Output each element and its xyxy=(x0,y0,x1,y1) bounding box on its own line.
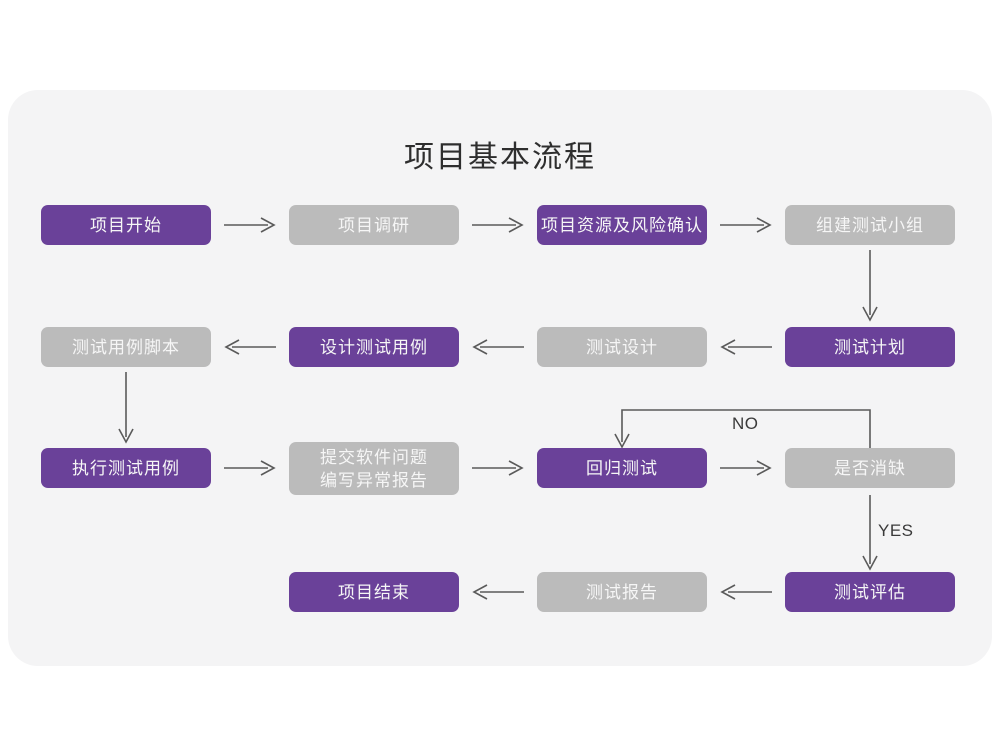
node-test-plan[interactable]: 测试计划 xyxy=(785,327,955,367)
node-project-start[interactable]: 项目开始 xyxy=(41,205,211,245)
arrow-n14-to-n13 xyxy=(472,582,524,602)
arrow-yes xyxy=(860,495,880,571)
node-project-end[interactable]: 项目结束 xyxy=(289,572,459,612)
node-design-test-case[interactable]: 设计测试用例 xyxy=(289,327,459,367)
arrow-n15-to-n14 xyxy=(720,582,772,602)
node-test-report[interactable]: 测试报告 xyxy=(537,572,707,612)
node-build-test-team[interactable]: 组建测试小组 xyxy=(785,205,955,245)
arrow-n2-to-n3 xyxy=(472,215,524,235)
node-submit-issue-report[interactable]: 提交软件问题 编写异常报告 xyxy=(289,442,459,495)
arrow-n6-to-n5 xyxy=(224,337,276,357)
arrow-n1-to-n2 xyxy=(224,215,276,235)
arrow-no-loop xyxy=(614,406,878,454)
arrow-n5-to-n9 xyxy=(116,372,136,444)
arrow-n7-to-n6 xyxy=(472,337,524,357)
flowchart-card xyxy=(8,90,992,666)
arrow-n11-to-n12 xyxy=(720,458,772,478)
edge-label-no: NO xyxy=(732,414,759,433)
edge-label-yes: YES xyxy=(878,521,914,540)
arrow-n9-to-n10 xyxy=(224,458,276,478)
node-test-evaluation[interactable]: 测试评估 xyxy=(785,572,955,612)
arrow-n10-to-n11 xyxy=(472,458,524,478)
node-defect-cleared[interactable]: 是否消缺 xyxy=(785,448,955,488)
arrow-n8-to-n7 xyxy=(720,337,772,357)
node-resource-risk-confirm[interactable]: 项目资源及风险确认 xyxy=(537,205,707,245)
node-test-case-script[interactable]: 测试用例脚本 xyxy=(41,327,211,367)
arrow-n3-to-n4 xyxy=(720,215,772,235)
node-test-design[interactable]: 测试设计 xyxy=(537,327,707,367)
page-title: 项目基本流程 xyxy=(404,141,596,174)
node-project-research[interactable]: 项目调研 xyxy=(289,205,459,245)
node-regression-test[interactable]: 回归测试 xyxy=(537,448,707,488)
node-execute-test-case[interactable]: 执行测试用例 xyxy=(41,448,211,488)
arrow-n4-to-n8 xyxy=(860,250,880,322)
